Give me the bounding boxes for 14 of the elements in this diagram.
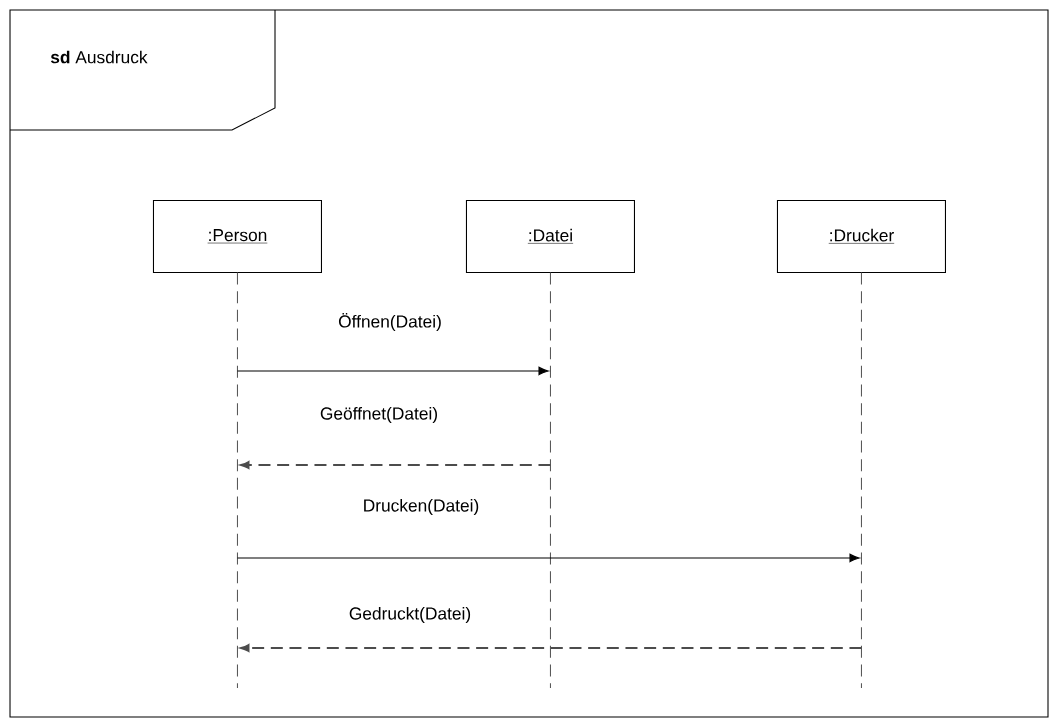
lifeline-box: :Person — [152, 199, 322, 273]
lifeline — [860, 271, 862, 689]
message-label: Geöffnet(Datei) — [320, 406, 437, 424]
message-arrow — [240, 644, 863, 652]
message-arrow — [240, 461, 552, 469]
message-arrow — [236, 553, 860, 563]
lifeline — [236, 271, 238, 689]
lifeline-box: :Drucker — [776, 199, 946, 273]
lifeline — [549, 271, 551, 689]
message-label: Drucken(Datei) — [364, 498, 479, 516]
message-arrow — [236, 366, 549, 376]
message-label: Öffnen(Datei) — [338, 312, 441, 332]
message-label: Gedruckt(Datei) — [349, 606, 471, 624]
lifeline-box: :Datei — [465, 199, 635, 273]
